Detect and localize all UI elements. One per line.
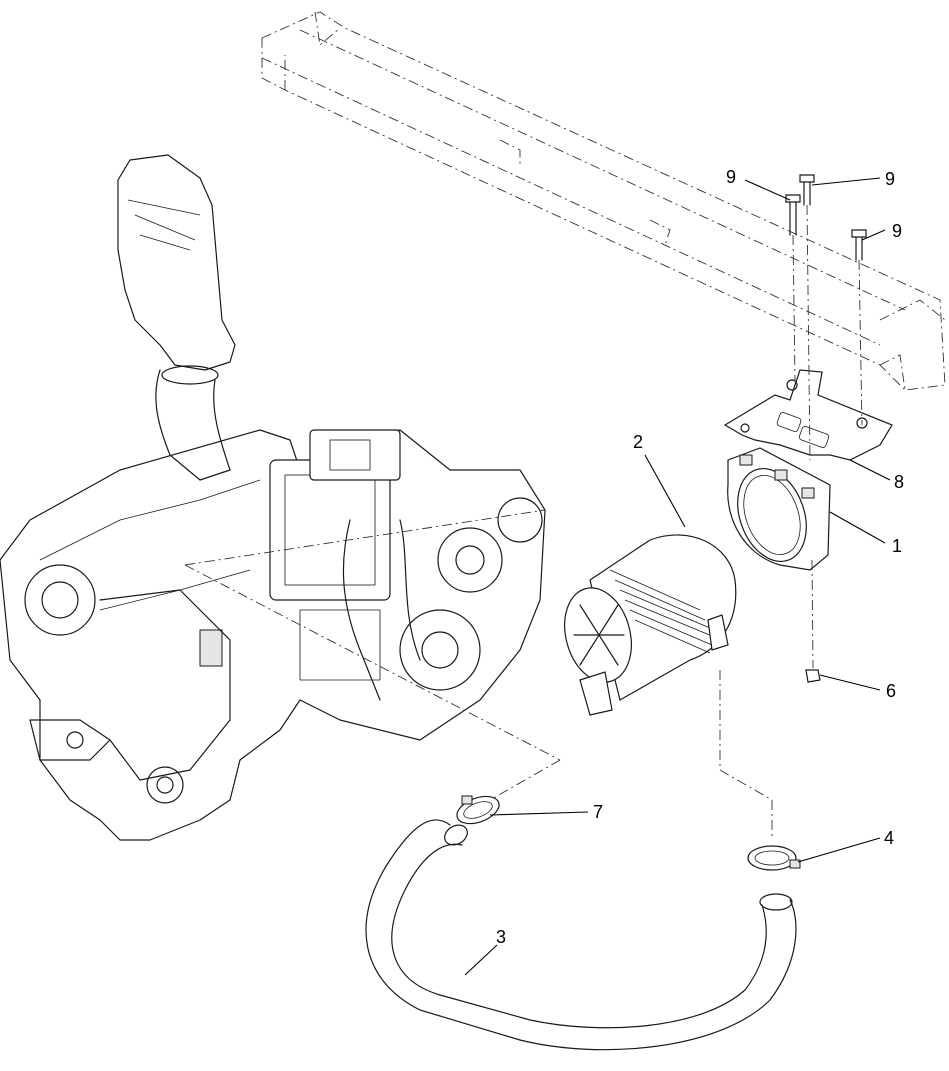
callout-7: 7 <box>593 802 603 822</box>
callout-9-lower: 9 <box>892 221 902 241</box>
leader-lines <box>464 177 891 976</box>
callout-4: 4 <box>884 828 894 848</box>
frame-rail-phantom <box>261 11 946 391</box>
hose-clamps <box>456 670 801 871</box>
air-cleaner <box>564 534 737 716</box>
callout-3: 3 <box>496 927 506 947</box>
callout-labels: 9 9 9 2 8 1 6 7 4 3 <box>496 167 904 947</box>
callout-2: 2 <box>633 432 643 452</box>
intake-hose <box>365 819 797 1051</box>
callout-9-right: 9 <box>885 169 895 189</box>
callout-8: 8 <box>894 472 904 492</box>
engine-assembly <box>0 429 561 841</box>
band-clamp <box>727 447 831 571</box>
callout-1: 1 <box>892 536 902 556</box>
intake-stack <box>117 154 236 481</box>
bolts <box>785 174 867 461</box>
callout-6: 6 <box>886 681 896 701</box>
callout-9-left: 9 <box>726 167 736 187</box>
nut <box>805 559 821 683</box>
mounting-bracket <box>723 369 893 461</box>
